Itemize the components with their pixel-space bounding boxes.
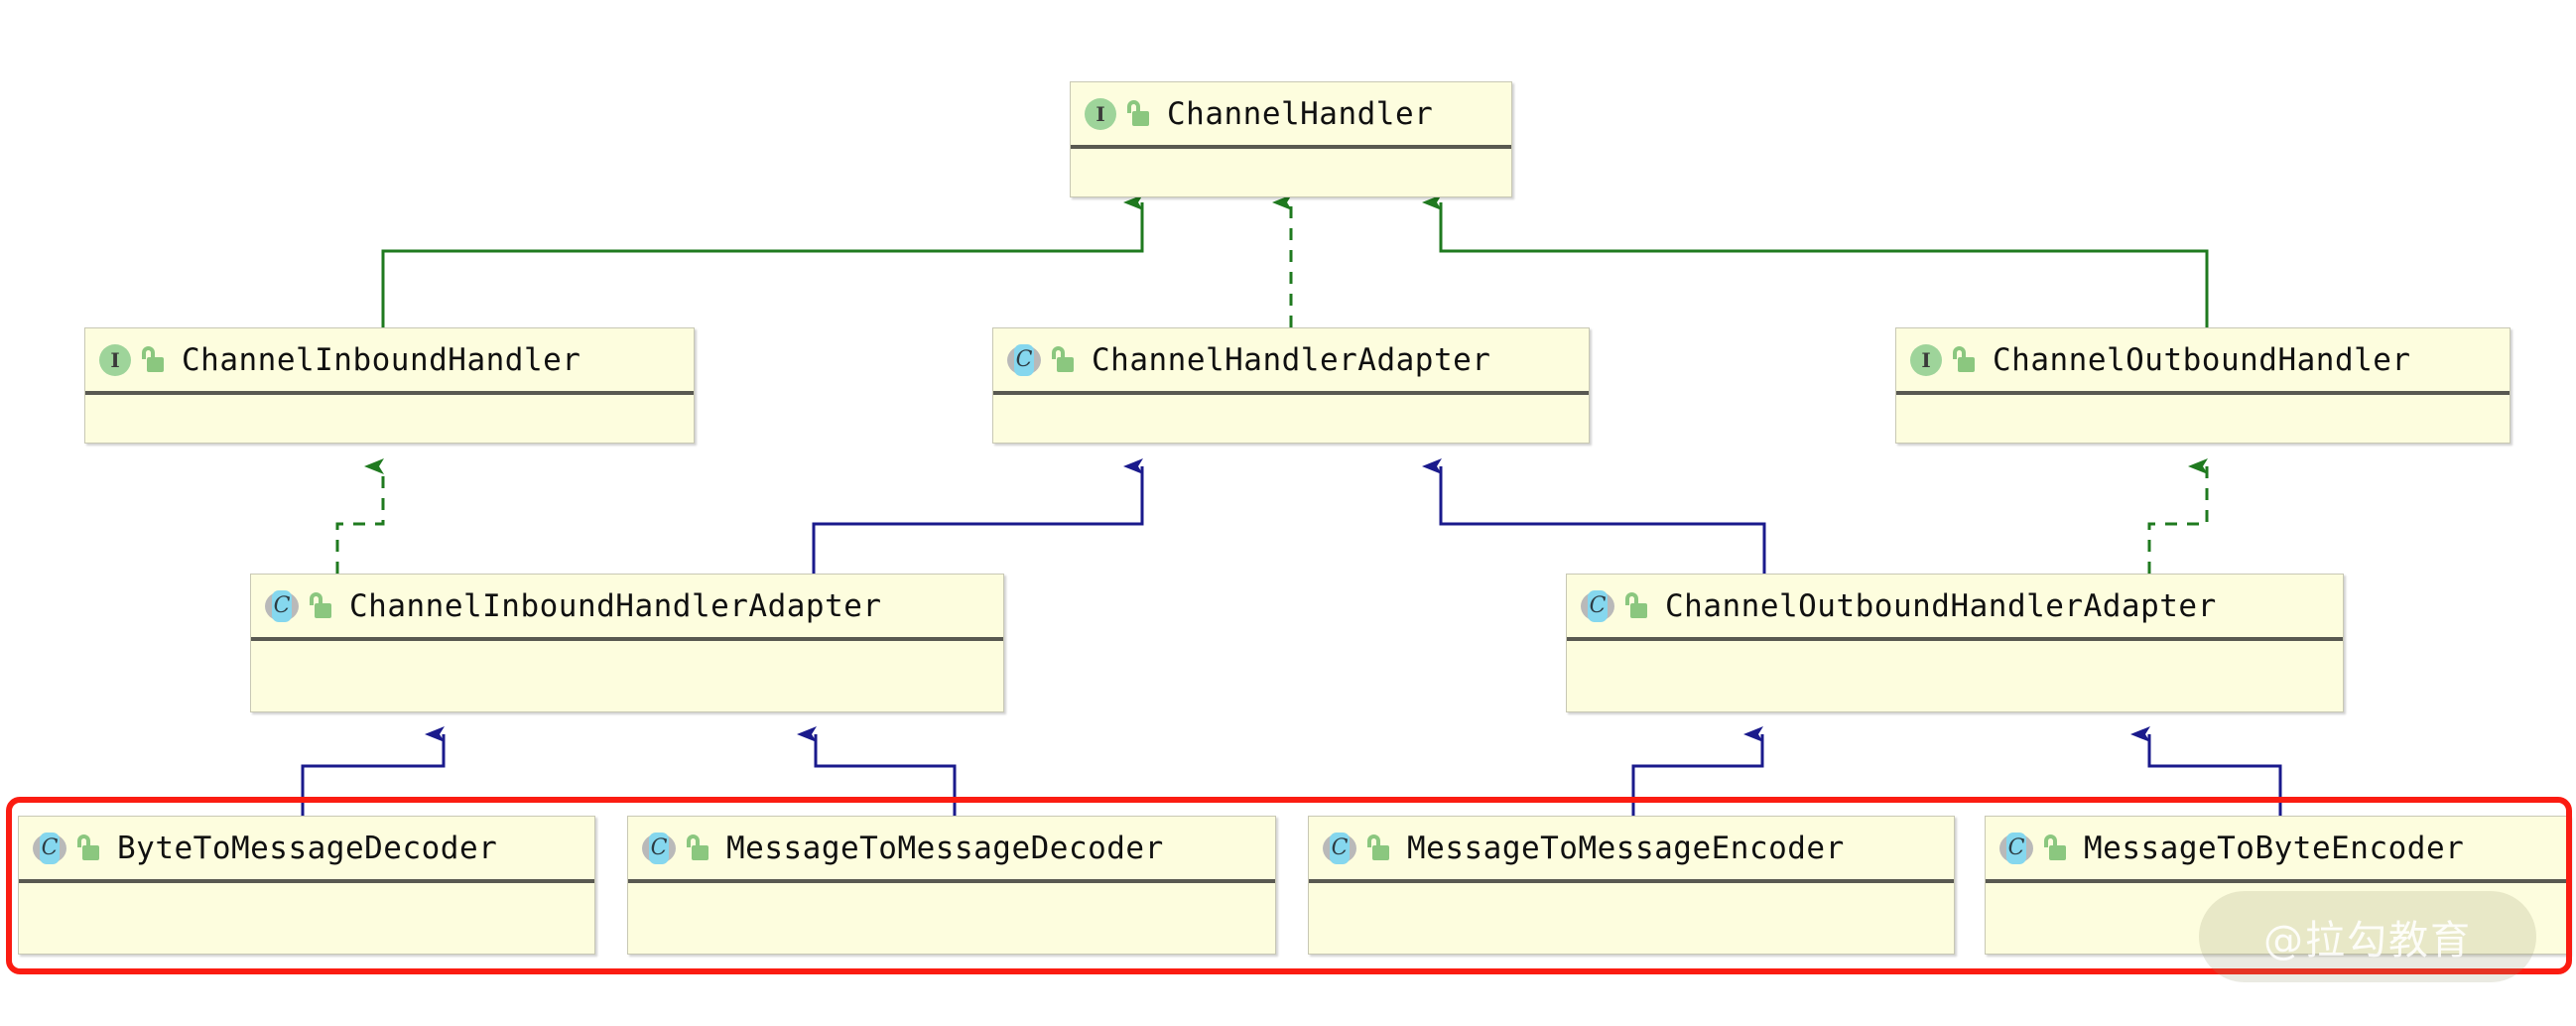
class-node-messagetomessagedecoder[interactable]: C MessageToMessageDecoder xyxy=(627,816,1276,955)
node-separator xyxy=(19,879,594,883)
class-marker-icon: C xyxy=(1581,589,1614,623)
class-node-channelhandleradapter[interactable]: C ChannelHandlerAdapter xyxy=(992,327,1590,444)
node-name: ChannelInboundHandler xyxy=(182,341,581,378)
node-members-compartment xyxy=(251,641,1003,709)
node-name: ChannelOutboundHandlerAdapter xyxy=(1665,587,2217,624)
class-node-channelinboundhandler[interactable]: I ChannelInboundHandler xyxy=(84,327,695,444)
public-lock-icon xyxy=(1050,345,1076,374)
watermark-text: @拉勾教育 xyxy=(2263,918,2472,963)
edge-outboundadapter-to-handleradapter xyxy=(1422,458,1766,574)
node-separator xyxy=(1896,391,2510,395)
node-members-compartment xyxy=(993,395,1589,441)
edge-bytetomessagedecoder-to-inboundadapter xyxy=(301,726,446,816)
interface-marker-icon: I xyxy=(1910,343,1942,376)
edge-outboundhandler-to-channelhandler xyxy=(1422,194,2209,327)
node-name: ChannelOutboundHandler xyxy=(1993,341,2411,378)
node-separator xyxy=(628,879,1275,883)
node-name: MessageToMessageEncoder xyxy=(1407,830,1845,866)
node-title-row: C ByteToMessageDecoder xyxy=(19,817,594,879)
edge-inboundadapter-to-handleradapter xyxy=(812,458,1144,574)
node-separator xyxy=(993,391,1589,395)
node-title-row: C MessageToMessageEncoder xyxy=(1309,817,1954,879)
public-lock-icon xyxy=(1125,99,1151,128)
class-marker-icon: C xyxy=(1007,343,1041,377)
node-title-row: C MessageToMessageDecoder xyxy=(628,817,1275,879)
node-separator xyxy=(85,391,694,395)
class-marker-icon: C xyxy=(1323,832,1356,865)
watermark: @拉勾教育 xyxy=(2199,891,2536,982)
edge-inboundhandler-to-channelhandler xyxy=(381,194,1144,327)
node-name: MessageToByteEncoder xyxy=(2084,830,2465,866)
public-lock-icon xyxy=(1951,345,1977,374)
node-members-compartment xyxy=(1896,395,2510,441)
interface-marker-icon: I xyxy=(99,343,131,376)
public-lock-icon xyxy=(75,834,101,862)
public-lock-icon xyxy=(685,834,710,862)
class-marker-icon: C xyxy=(33,832,66,865)
node-name: ChannelInboundHandlerAdapter xyxy=(349,587,882,624)
node-name: ChannelHandler xyxy=(1167,95,1434,132)
public-lock-icon xyxy=(140,345,166,374)
node-members-compartment xyxy=(85,395,694,441)
node-separator xyxy=(1986,879,2569,883)
class-marker-icon: C xyxy=(642,832,676,865)
class-node-bytetomessagedecoder[interactable]: C ByteToMessageDecoder xyxy=(18,816,595,955)
node-title-row: C ChannelInboundHandlerAdapter xyxy=(251,575,1003,637)
public-lock-icon xyxy=(2042,834,2068,862)
class-node-channeloutboundhandleradapter[interactable]: C ChannelOutboundHandlerAdapter xyxy=(1566,574,2344,712)
node-separator xyxy=(251,637,1003,641)
class-node-channeloutboundhandler[interactable]: I ChannelOutboundHandler xyxy=(1895,327,2511,444)
public-lock-icon xyxy=(308,591,333,620)
class-marker-icon: C xyxy=(265,589,299,623)
node-members-compartment xyxy=(1567,641,2343,709)
node-separator xyxy=(1071,145,1511,149)
node-title-row: I ChannelInboundHandler xyxy=(85,328,694,391)
node-members-compartment xyxy=(1309,883,1954,952)
node-members-compartment xyxy=(19,883,594,952)
class-node-channelinboundhandleradapter[interactable]: C ChannelInboundHandlerAdapter xyxy=(250,574,1004,712)
node-title-row: C ChannelOutboundHandlerAdapter xyxy=(1567,575,2343,637)
class-node-messagetobyteencoder[interactable]: C MessageToByteEncoder xyxy=(1985,816,2570,955)
node-members-compartment xyxy=(628,883,1275,952)
node-title-row: I ChannelHandler xyxy=(1071,82,1511,145)
interface-marker-icon: I xyxy=(1085,97,1116,130)
class-marker-icon: C xyxy=(1999,832,2033,865)
node-name: ByteToMessageDecoder xyxy=(117,830,498,866)
edge-messagetobyteencoder-to-outboundadapter xyxy=(2130,726,2282,816)
class-node-messagetomessageencoder[interactable]: C MessageToMessageEncoder xyxy=(1308,816,1955,955)
public-lock-icon xyxy=(1623,591,1649,620)
public-lock-icon xyxy=(1365,834,1391,862)
node-separator xyxy=(1567,637,2343,641)
node-separator xyxy=(1309,879,1954,883)
edge-inboundadapter-to-inboundhandler xyxy=(335,458,385,574)
node-title-row: I ChannelOutboundHandler xyxy=(1896,328,2510,391)
node-title-row: C MessageToByteEncoder xyxy=(1986,817,2569,879)
node-title-row: C ChannelHandlerAdapter xyxy=(993,328,1589,391)
class-node-channelhandler[interactable]: I ChannelHandler xyxy=(1070,81,1512,197)
edge-messagetomessageencoder-to-outboundadapter xyxy=(1631,726,1764,816)
node-name: MessageToMessageDecoder xyxy=(726,830,1164,866)
edge-outboundadapter-to-outboundhandler xyxy=(2147,458,2209,574)
node-members-compartment xyxy=(1071,149,1511,194)
edge-messagetomessagedecoder-to-inboundadapter xyxy=(797,726,957,816)
node-name: ChannelHandlerAdapter xyxy=(1092,341,1491,378)
